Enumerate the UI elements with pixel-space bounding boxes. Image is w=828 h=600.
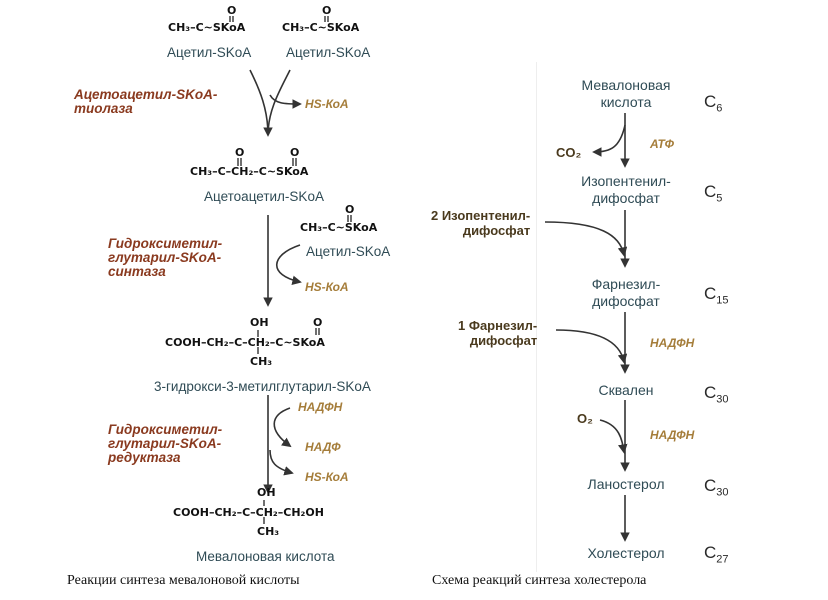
enzyme-synthase: Гидроксиметил- глутарил-SKoA- синтаза [108, 236, 223, 279]
compound-lanosterol: Ланостерол [587, 476, 665, 492]
cofactor-nadph-left: НАДФН [298, 400, 343, 414]
hmg-formula: COOH–CH₂–C–CH₂–C~SKoA [165, 336, 325, 349]
cholesterol-panel-background [536, 62, 736, 572]
mevalonic-formula: COOH–CH₂–C–CH₂–CH₂OH [173, 506, 324, 519]
compound-cholesterol: Холестерол [587, 545, 665, 561]
cofactor-hs-koa-1: HS-КоА [305, 97, 349, 111]
carbonyl-o-3: O [235, 146, 245, 159]
acetoacetyl-formula: CH₃–C–CH₂–C~SKoA [190, 165, 309, 178]
caption-right: Схема реакций синтеза холестерола [432, 573, 647, 588]
carbon-count-ipp: C5 [704, 182, 723, 205]
mevalonic-ch3: CH₃ [257, 525, 280, 538]
cofactor-nadp: НАДФ [305, 440, 341, 454]
left-pathway-arrows [249, 69, 302, 494]
hmg-label: 3-гидрокси-3-метилглутарил-SKoA [154, 379, 371, 394]
carbonyl-o-6: O [313, 316, 323, 329]
acetyl-label-2: Ацетил-SKoA [286, 45, 371, 60]
input-fpp-1: 1 Фарнезил- дифосфат [458, 318, 538, 348]
carbonyl-o-1: O [227, 4, 237, 17]
carbon-count-mevalonic: C6 [704, 92, 723, 115]
hmg-ch3: CH₃ [250, 355, 273, 368]
cofactor-nadph-1: НАДФН [650, 336, 695, 350]
acetyl-label-1: Ацетил-SKoA [167, 45, 252, 60]
carbon-count-squalene: C30 [704, 383, 729, 406]
compound-fpp: Фарнезил- дифосфат [591, 276, 661, 309]
cofactor-hs-koa-2: HS-КоА [305, 280, 349, 294]
caption-left: Реакции синтеза мевалоновой кислоты [67, 573, 300, 588]
acetyl-formula-2: CH₃–C~SKoA [282, 21, 360, 34]
carbonyl-o-5: O [345, 203, 355, 216]
mevalonic-oh: OH [257, 486, 276, 499]
hmg-oh: OH [250, 316, 269, 329]
compound-mevalonic: Мевалоновая кислота [581, 77, 671, 110]
mevalonic-label-left: Мевалоновая кислота [196, 549, 335, 564]
carbon-count-cholesterol: C27 [704, 543, 729, 566]
right-pathway-arrows [544, 113, 630, 542]
enzyme-thiolase: Ацетоацетил-SKoA- тиолаза [74, 87, 218, 116]
cofactor-hs-koa-3: HS-КоА [305, 470, 349, 484]
compound-squalene: Сквален [598, 382, 654, 398]
cofactor-nadph-2: НАДФН [650, 428, 695, 442]
carbon-count-fpp: C15 [704, 284, 729, 307]
carbonyl-o-2: O [322, 4, 332, 17]
enzyme-reductase: Гидроксиметил- глутарил-SKoA- редуктаза [108, 422, 223, 465]
product-co2: CO₂ [556, 145, 582, 160]
acetyl-formula-3: CH₃–C~SKoA [300, 221, 378, 234]
compound-ipp: Изопентенил- дифосфат [581, 173, 671, 206]
carbonyl-o-4: O [290, 146, 300, 159]
acetyl-formula-1: CH₃–C~SKoA [168, 21, 246, 34]
cofactor-atp: АТФ [650, 137, 674, 151]
acetoacetyl-label: Ацетоацетил-SKoA [204, 189, 324, 204]
input-o2: O₂ [577, 411, 593, 426]
carbon-count-lanosterol: C30 [704, 476, 729, 499]
carbonyl-bonds [229, 16, 352, 524]
input-ipp-2: 2 Изопентенил- дифосфат [431, 208, 531, 238]
acetyl-label-3: Ацетил-SKoA [306, 244, 391, 259]
